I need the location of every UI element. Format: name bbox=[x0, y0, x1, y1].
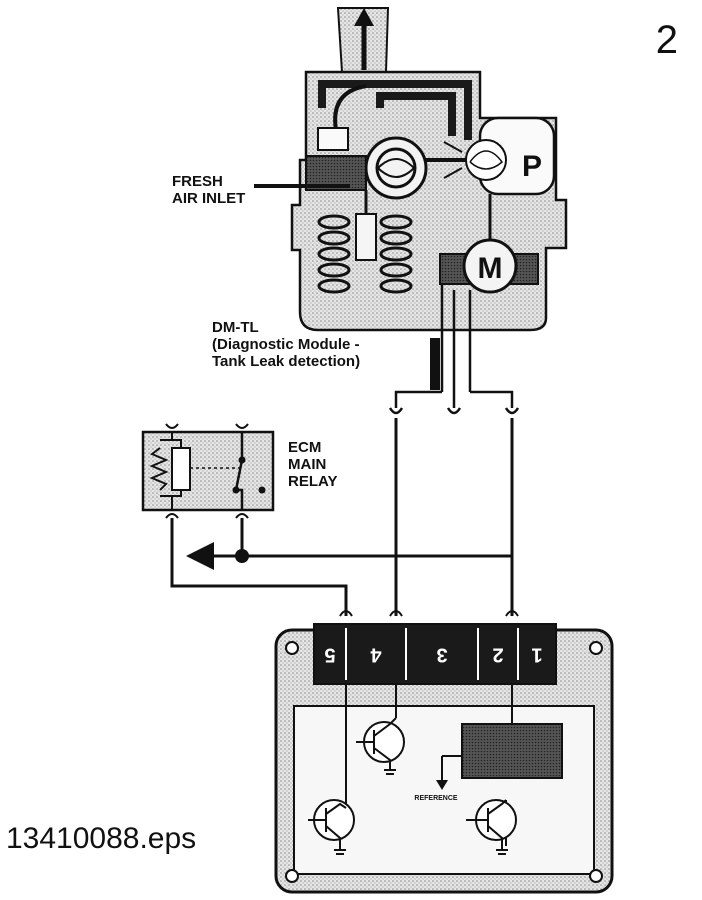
fresh-air-line-1: FRESH bbox=[172, 173, 223, 190]
reference-block bbox=[461, 723, 563, 779]
relay-line-3: RELAY bbox=[288, 472, 338, 490]
transistor-pin2 bbox=[466, 799, 517, 855]
power-junction bbox=[235, 549, 249, 563]
dmtl-module: P bbox=[254, 7, 568, 392]
ecm-unit: 5 4 3 2 1 REFERENCE bbox=[274, 623, 614, 894]
relay-label: ECM MAIN RELAY bbox=[288, 439, 338, 490]
relay-line-2: MAIN bbox=[288, 455, 327, 473]
transistor-pin5 bbox=[308, 799, 355, 855]
right-coil bbox=[379, 214, 413, 294]
ecm-connector bbox=[313, 623, 557, 685]
ecm-pin-label-2: 2 bbox=[492, 644, 503, 666]
reference-label: REFERENCE bbox=[414, 795, 458, 802]
dmtl-line-3: Tank Leak detection) bbox=[212, 352, 361, 370]
flow-channel bbox=[318, 80, 472, 140]
wire-power bbox=[240, 518, 512, 558]
ecm-pin-label-3: 3 bbox=[436, 644, 447, 666]
relay-line-1: ECM bbox=[288, 439, 322, 456]
ecm-pin-label-1: 1 bbox=[531, 644, 542, 666]
file-name: 13410088.eps bbox=[6, 822, 197, 855]
pump-label: P bbox=[522, 150, 542, 183]
internal-wiring bbox=[440, 284, 472, 392]
solenoid-core bbox=[355, 213, 377, 261]
dmtl-line-1: DM-TL bbox=[212, 319, 259, 336]
ecm-pin-label-4: 4 bbox=[370, 644, 382, 666]
relay-resistor bbox=[149, 447, 169, 491]
motor-label: M bbox=[478, 252, 503, 285]
ecm-pin-label-5: 5 bbox=[324, 644, 335, 666]
fresh-air-line-2: AIR INLET bbox=[172, 189, 246, 207]
power-arrow bbox=[186, 542, 214, 570]
connector-bar bbox=[430, 338, 440, 390]
page-number: 2 bbox=[655, 18, 678, 62]
ecm-main-relay bbox=[141, 423, 275, 519]
transistor-pin4 bbox=[356, 717, 405, 775]
fresh-air-label: FRESH AIR INLET bbox=[172, 173, 246, 208]
dmtl-label: DM-TL (Diagnostic Module - Tank Leak det… bbox=[212, 319, 361, 370]
pin-dividers bbox=[345, 628, 519, 680]
dmtl-line-2: (Diagnostic Module - bbox=[212, 335, 360, 353]
changeover-valve bbox=[364, 136, 428, 200]
relay-coil bbox=[171, 447, 191, 491]
left-coil bbox=[317, 214, 351, 294]
air-outlet-arrow bbox=[354, 8, 374, 26]
wire-pin5 bbox=[170, 518, 348, 616]
dmtl-terminals bbox=[388, 390, 520, 415]
